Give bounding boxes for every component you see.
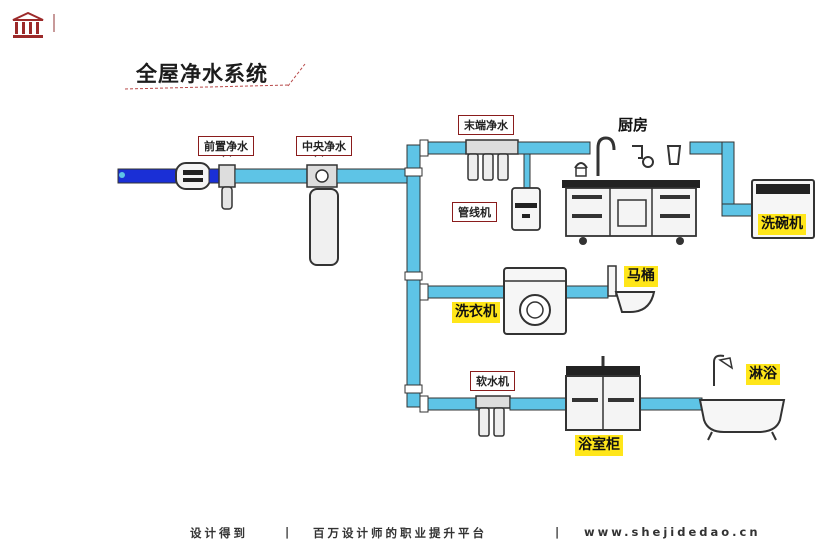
label-pipeline-machine: 管线机 [452, 202, 497, 222]
label-kitchen: 厨房 [618, 116, 649, 134]
terminal-purifier-icon [465, 139, 519, 155]
label-prefilter: 前置净水 [198, 136, 254, 156]
bathtub-icon [698, 399, 786, 433]
footer: 设计得到 | 百万设计师的职业提升平台 | www.shejidedao.cn [0, 525, 839, 543]
label-washing-machine: 洗衣机 [452, 302, 500, 323]
pressure-gauge-icon [315, 169, 329, 183]
label-shower: 淋浴 [746, 364, 780, 385]
shower-head-icon [713, 354, 725, 386]
softener-icon [475, 395, 511, 409]
central-filter-icon [309, 188, 339, 266]
label-softener: 软水机 [470, 371, 515, 391]
inlet-pipe [117, 168, 183, 184]
header-divider [53, 14, 55, 32]
page-title: 全屋净水系统 [136, 62, 268, 86]
water-drop-icon [119, 172, 125, 178]
water-meter-icon [175, 162, 211, 190]
institution-logo-icon [12, 12, 44, 38]
kitchen-tap-icon [632, 145, 643, 159]
kitchen-counter-icon [562, 180, 700, 188]
label-toilet: 马桶 [624, 266, 658, 287]
title-underline-decoration [124, 63, 306, 90]
footer-separator: | [285, 525, 290, 539]
label-dishwasher: 洗碗机 [758, 214, 806, 235]
kitchen-faucet-icon [596, 136, 616, 176]
label-central-filter: 中央净水 [296, 136, 352, 156]
pipe-to-central [234, 168, 308, 184]
label-bathroom-cabinet: 浴室柜 [575, 435, 623, 456]
footer-brand: 设计得到 [190, 526, 248, 540]
toilet-icon [607, 265, 617, 297]
footer-separator: | [555, 525, 560, 539]
footer-url[interactable]: www.shejidedao.cn [584, 525, 761, 539]
footer-slogan: 百万设计师的职业提升平台 [313, 526, 487, 540]
label-terminal-purifier: 末端净水 [458, 115, 514, 135]
prefilter-icon [221, 186, 233, 210]
pipeline-machine-icon [511, 187, 541, 231]
